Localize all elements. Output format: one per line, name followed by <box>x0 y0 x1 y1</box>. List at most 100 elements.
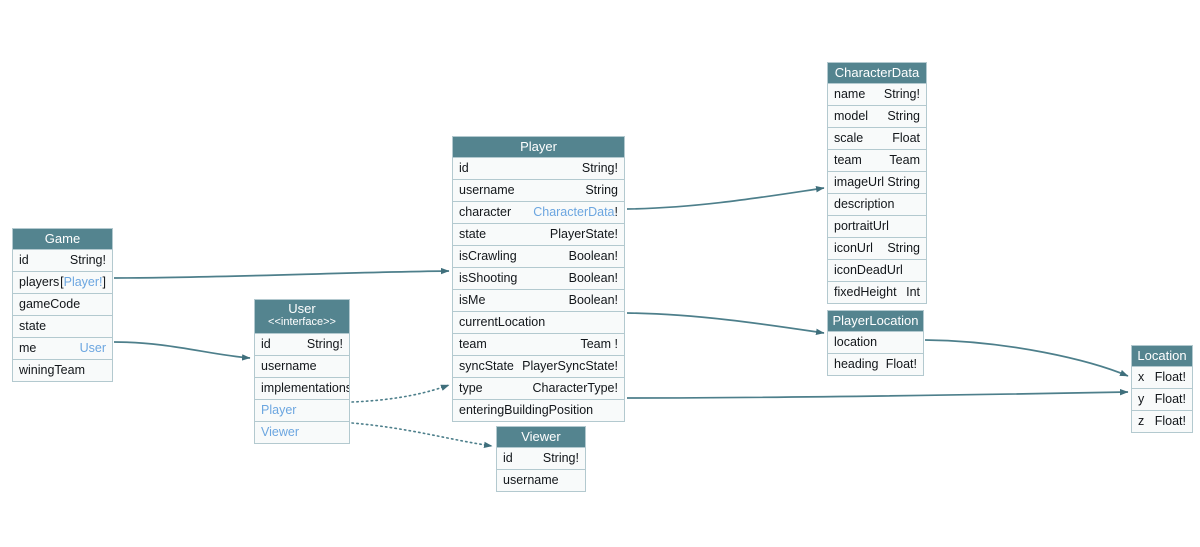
field-row[interactable]: me User <box>13 338 112 360</box>
field-row[interactable]: implementations <box>255 378 349 400</box>
field-name: state <box>459 227 487 241</box>
field-name: iconUrl <box>834 241 873 255</box>
field-name: fixedHeight <box>834 285 897 299</box>
relationship-edge <box>113 341 251 361</box>
field-name: portraitUrl <box>834 219 889 233</box>
field-type: Boolean! <box>568 249 618 263</box>
implementation-link[interactable]: Player <box>261 403 297 417</box>
type-suffix: ] <box>102 275 106 289</box>
entity-playerlocation[interactable]: PlayerLocationlocationLocation!headingFl… <box>827 310 924 376</box>
relationship-edge <box>924 339 1129 377</box>
entity-header-characterdata: CharacterData <box>828 63 926 84</box>
field-type: Boolean! <box>568 293 618 307</box>
field-row[interactable]: scale Float <box>828 128 926 150</box>
field-name: heading <box>834 357 879 371</box>
field-name: enteringBuildingPosition <box>459 403 594 417</box>
field-row[interactable]: syncState PlayerSyncState! <box>453 356 624 378</box>
field-name: players <box>19 275 60 289</box>
field-type: CharacterType! <box>532 381 618 395</box>
relationship-edge <box>351 422 493 449</box>
field-type: String! <box>542 451 579 465</box>
field-name: currentLocation <box>459 315 546 329</box>
field-type[interactable]: CharacterData! <box>533 202 618 223</box>
field-name: location <box>834 335 878 349</box>
field-row[interactable]: currentLocationPlayerLocation! <box>453 312 624 334</box>
field-type: String <box>887 175 920 189</box>
field-row[interactable]: fixedHeight Int <box>828 282 926 303</box>
type-reference[interactable]: Player! <box>63 275 103 289</box>
field-name: id <box>503 451 513 465</box>
field-name: description <box>834 197 895 211</box>
type-reference[interactable]: User <box>79 341 106 355</box>
field-name: me <box>19 341 37 355</box>
field-type: PlayerSyncState! <box>522 359 618 373</box>
field-row[interactable]: portraitUrlString <box>828 216 926 238</box>
relationship-edge <box>626 186 825 210</box>
field-row[interactable]: locationLocation! <box>828 332 923 354</box>
field-name: username <box>503 473 559 487</box>
field-name: z <box>1138 414 1145 428</box>
field-name: isMe <box>459 293 486 307</box>
field-name: syncState <box>459 359 514 373</box>
field-row[interactable]: winingTeamTeam <box>13 360 112 381</box>
field-row[interactable]: Viewer <box>255 422 349 443</box>
field-row[interactable]: isCrawling Boolean! <box>453 246 624 268</box>
field-name: gameCode <box>19 297 81 311</box>
field-type: Team <box>889 153 920 167</box>
entity-header-playerlocation: PlayerLocation <box>828 311 923 332</box>
field-name: scale <box>834 131 864 145</box>
field-type: Float <box>892 131 920 145</box>
field-type: Boolean! <box>568 271 618 285</box>
field-row[interactable]: enteringBuildingPositionLocation <box>453 400 624 421</box>
field-row[interactable]: players[Player!] <box>13 272 112 294</box>
field-row[interactable]: Player <box>255 400 349 422</box>
field-row[interactable]: gameCodeString! <box>13 294 112 316</box>
field-row[interactable]: id String! <box>497 448 585 470</box>
field-type[interactable]: User <box>80 338 106 359</box>
field-row[interactable]: descriptionString <box>828 194 926 216</box>
field-name: isCrawling <box>459 249 517 263</box>
field-name: id <box>19 253 29 267</box>
field-row[interactable]: isShooting Boolean! <box>453 268 624 290</box>
entity-header-user: User<<interface>> <box>255 300 349 334</box>
entity-user[interactable]: User<<interface>>idString!usernameString… <box>254 299 350 444</box>
field-type: String <box>585 183 618 197</box>
entity-game[interactable]: GameidString!players[Player!]gameCodeStr… <box>12 228 113 382</box>
type-suffix: ! <box>614 205 618 219</box>
entity-stereotype: <<interface>> <box>268 316 336 328</box>
field-type: Team ! <box>580 337 618 351</box>
field-row[interactable]: stateGameState! <box>13 316 112 338</box>
field-name: y <box>1138 392 1145 406</box>
field-row[interactable]: iconDeadUrlString <box>828 260 926 282</box>
field-name: isShooting <box>459 271 518 285</box>
field-type: Int <box>906 285 920 299</box>
relationship-edge <box>113 267 450 279</box>
field-row[interactable]: isMe Boolean! <box>453 290 624 312</box>
field-type[interactable]: [Player!] <box>60 272 106 293</box>
implementation-link[interactable]: Viewer <box>261 425 299 439</box>
type-reference[interactable]: CharacterData <box>533 205 615 219</box>
